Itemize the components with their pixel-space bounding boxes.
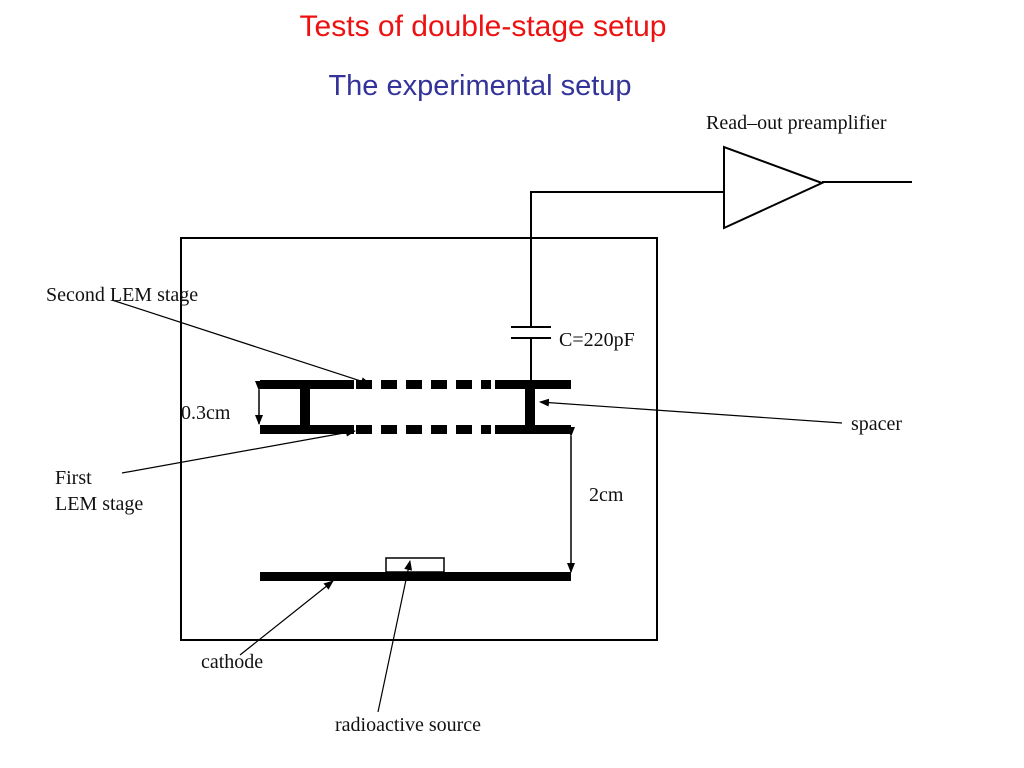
spacer-pointer [539, 398, 843, 424]
cathode-label: cathode [201, 651, 263, 673]
second-lem-stage [260, 380, 571, 389]
preamp-label: Read–out preamplifier [706, 112, 887, 134]
capacitor-label: C=220pF [559, 329, 635, 351]
source-pointer [377, 560, 413, 713]
second-lem-label: Second LEM stage [46, 284, 198, 306]
first-lem-pointer [121, 428, 356, 474]
gap-small-label: 0.3cm [181, 402, 231, 424]
radioactive-source-label: radioactive source [335, 714, 481, 736]
preamplifier-triangle [723, 145, 825, 230]
first-lem-label-line2: LEM stage [55, 493, 143, 515]
first-lem-stage [260, 425, 571, 434]
second-lem-pointer [111, 299, 371, 386]
slide-title: Tests of double-stage setup [299, 10, 667, 43]
spacer-right [525, 389, 535, 425]
radioactive-source-block [385, 557, 445, 573]
readout-wire [530, 191, 724, 326]
spacer-left [300, 389, 310, 425]
first-lem-label-line1: First [55, 467, 92, 489]
cathode-pointer [239, 580, 334, 656]
cathode-plate [260, 572, 571, 581]
chamber-box [180, 237, 658, 641]
slide-subtitle: The experimental setup [328, 70, 632, 102]
gap-large-label: 2cm [589, 484, 624, 506]
spacer-label: spacer [851, 413, 902, 435]
